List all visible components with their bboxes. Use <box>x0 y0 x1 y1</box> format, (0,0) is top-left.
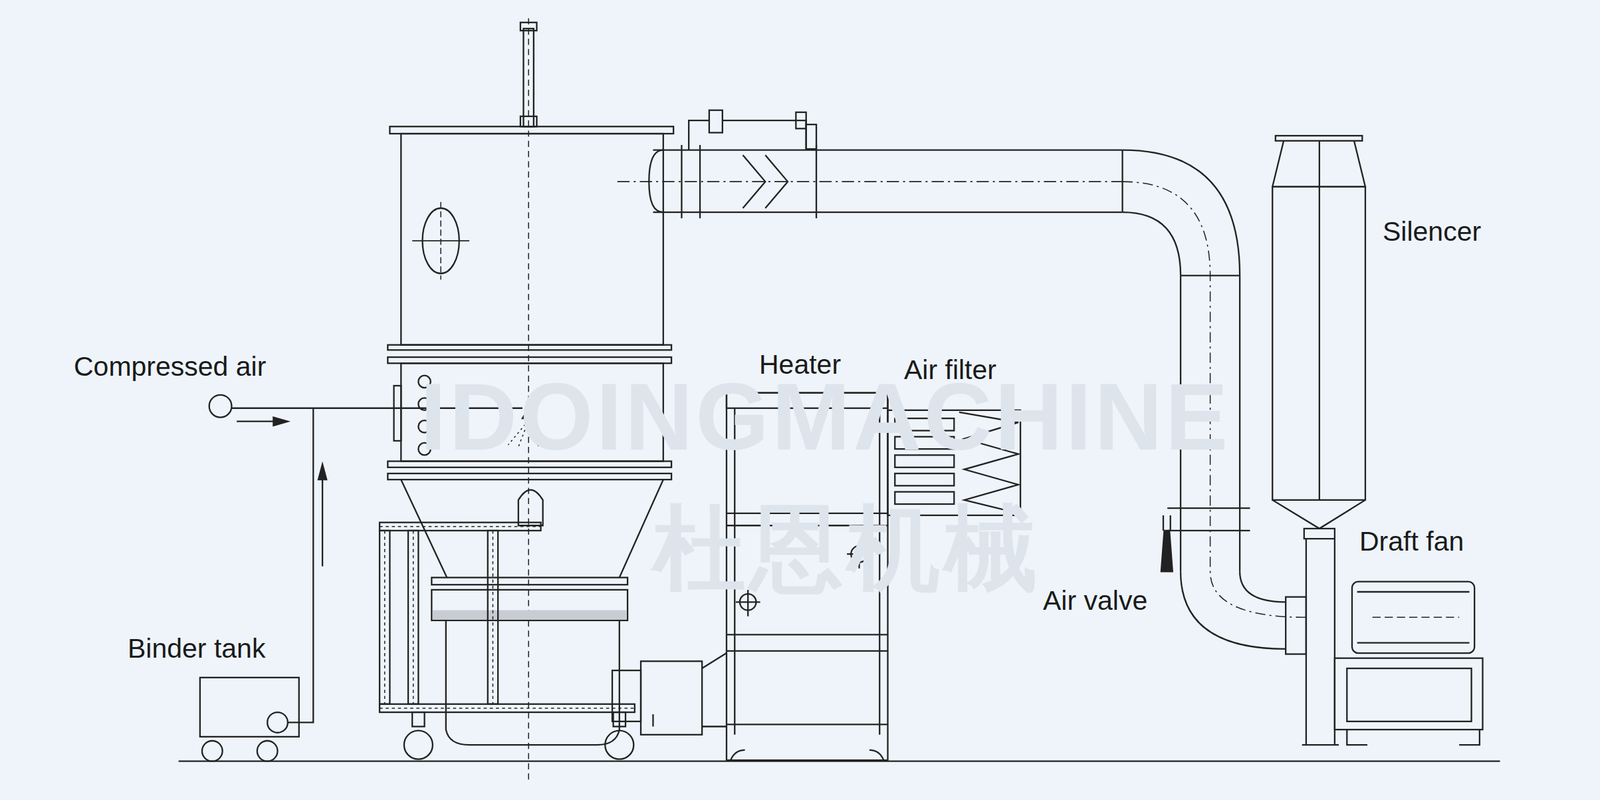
part-label: Silencer <box>1382 216 1482 248</box>
watermark: 杜恩机械 <box>652 501 1041 595</box>
watermark: IDOINGMACHINE <box>420 369 1232 464</box>
part-label: Binder tank <box>127 632 266 665</box>
part-label: Compressed air <box>73 350 266 383</box>
part-label: Air valve <box>1042 584 1148 617</box>
part-label: Draft fan <box>1359 525 1464 558</box>
